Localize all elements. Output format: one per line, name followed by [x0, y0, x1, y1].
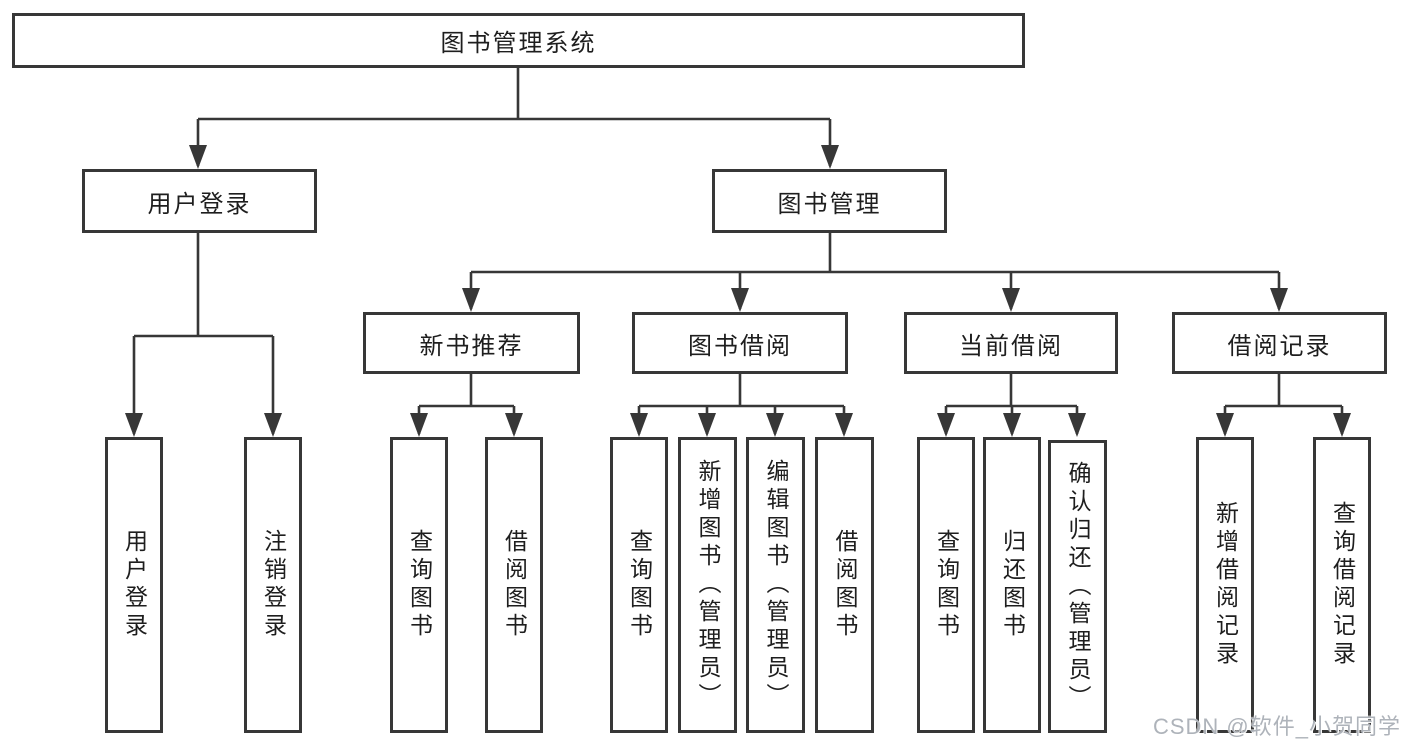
node-user-login: 用户登录	[82, 169, 317, 233]
leaf-nb-borrow-books: 借阅图书	[485, 437, 543, 733]
leaf-bb-add-books-admin: 新增图书（管理员）	[678, 437, 737, 733]
csdn-watermark: CSDN @软件_小贺同学	[1152, 714, 1401, 739]
leaf-user-logout: 注销登录	[244, 437, 302, 733]
leaf-cb-query-books: 查询图书	[917, 437, 975, 733]
node-book-borrow: 图书借阅	[632, 312, 848, 374]
leaf-user-login: 用户登录	[105, 437, 163, 733]
leaf-bb-edit-books-admin: 编辑图书（管理员）	[746, 437, 805, 733]
leaf-nb-query-books: 查询图书	[390, 437, 448, 733]
node-current-borrow: 当前借阅	[904, 312, 1118, 374]
leaf-cb-confirm-return-admin: 确认归还（管理员）	[1048, 440, 1107, 733]
leaf-br-add-record: 新增借阅记录	[1196, 437, 1254, 733]
node-book-management: 图书管理	[712, 169, 947, 233]
edge-bookmgmt-trunk	[471, 233, 1279, 274]
leaf-bb-query-books: 查询图书	[610, 437, 668, 733]
node-borrow-record: 借阅记录	[1172, 312, 1387, 374]
leaf-cb-return-books: 归还图书	[983, 437, 1041, 733]
leaf-br-query-record: 查询借阅记录	[1313, 437, 1371, 733]
edge-userlogin-trunk	[134, 233, 273, 338]
edge-root-trunk	[198, 68, 830, 121]
node-new-book-recommend: 新书推荐	[363, 312, 580, 374]
node-root-system: 图书管理系统	[12, 13, 1025, 68]
leaf-bb-borrow-books: 借阅图书	[815, 437, 874, 733]
